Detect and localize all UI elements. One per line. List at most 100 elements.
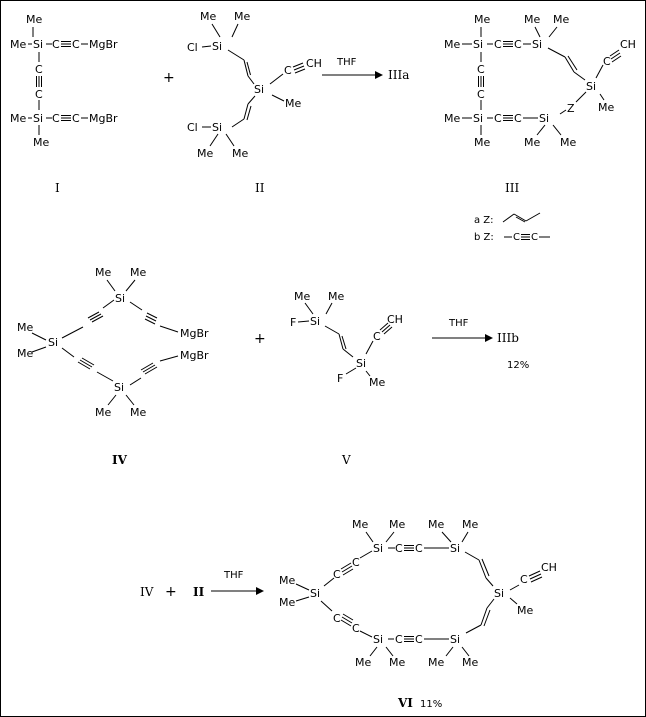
atom-me: Me	[352, 518, 368, 531]
atom-me: Me	[33, 136, 49, 149]
atom-si: Si	[212, 121, 222, 134]
atom-mgbr: MgBr	[89, 38, 118, 51]
atom-c: C	[284, 64, 292, 77]
atom-me: Me	[444, 112, 460, 125]
reagent-thf: THF	[223, 570, 244, 581]
compound-label-III: III	[505, 181, 519, 195]
atom-me: Me	[553, 13, 569, 26]
compound-label-II: II	[193, 585, 205, 599]
atom-mgbr: MgBr	[180, 349, 209, 362]
atom-me: Me	[232, 147, 248, 160]
z-option-a-vinylene	[502, 212, 541, 223]
legend-b-prefix: b Z:	[474, 232, 494, 243]
atom-c: C	[52, 112, 60, 125]
atom-si: Si	[450, 542, 460, 555]
atom-me: Me	[560, 136, 576, 149]
product-label-IIIa: IIIa	[388, 68, 409, 82]
atom-si: Si	[494, 587, 504, 600]
atom-me: Me	[285, 97, 301, 110]
atom-me: Me	[130, 406, 146, 419]
atom-cl: Cl	[187, 41, 198, 54]
atom-si: Si	[586, 80, 596, 93]
atom-me: Me	[328, 290, 344, 303]
atom-c: C	[603, 55, 611, 68]
atom-me: Me	[200, 10, 216, 23]
plus-sign: +	[254, 331, 266, 347]
compound-V-structure: Me Me F Si Si C CH F Me	[290, 290, 403, 389]
atom-me: Me	[524, 136, 540, 149]
atom-f: F	[290, 316, 296, 329]
atom-c: C	[415, 542, 423, 555]
reaction-arrow	[432, 334, 493, 342]
atom-c: C	[35, 88, 43, 101]
atom-me: Me	[26, 13, 42, 26]
atom-si: Si	[356, 357, 366, 370]
atom-ch: CH	[306, 57, 322, 70]
atom-si: Si	[450, 633, 460, 646]
compound-VI-structure: Me Me Si C C Si Me Me Si C CH Me	[279, 518, 557, 669]
plus-sign: +	[163, 70, 175, 86]
atom-c: C	[35, 63, 43, 76]
atom-me: Me	[517, 604, 533, 617]
atom-c: C	[333, 612, 341, 625]
atom-me: Me	[389, 656, 405, 669]
atom-si: Si	[212, 40, 222, 53]
atom-si: Si	[532, 38, 542, 51]
atom-c: C	[395, 542, 403, 555]
atom-c: C	[373, 330, 381, 343]
atom-c: C	[520, 573, 528, 586]
atom-si: Si	[310, 587, 320, 600]
atom-me: Me	[474, 136, 490, 149]
atom-si: Si	[33, 112, 43, 125]
product-label-IIIb: IIIb	[497, 331, 519, 345]
atom-z: Z	[567, 102, 575, 115]
compound-label-IV: IV	[140, 585, 154, 599]
atom-c: C	[415, 633, 423, 646]
atom-si: Si	[473, 38, 483, 51]
atom-f: F	[337, 372, 343, 385]
atom-me: Me	[355, 656, 371, 669]
atom-me: Me	[234, 10, 250, 23]
atom-me: Me	[17, 321, 33, 334]
compound-label-I: I	[55, 181, 60, 195]
atom-si: Si	[33, 38, 43, 51]
yield-VI: 11%	[420, 699, 442, 710]
atom-c: C	[513, 232, 520, 243]
atom-c: C	[352, 556, 360, 569]
compound-I-structure: Me Me Si C C MgBr C C Me Si C C MgBr Me	[10, 13, 118, 149]
compound-label-II: II	[255, 181, 265, 195]
atom-me: Me	[197, 147, 213, 160]
atom-c: C	[52, 38, 60, 51]
reagent-thf: THF	[448, 318, 469, 329]
atom-me: Me	[10, 38, 26, 51]
atom-me: Me	[444, 38, 460, 51]
compound-label-VI: VI	[397, 696, 413, 710]
atom-me: Me	[474, 13, 490, 26]
atom-c: C	[477, 63, 485, 76]
compound-label-IV: IV	[112, 453, 128, 467]
atom-si: Si	[115, 292, 125, 305]
atom-c: C	[494, 38, 502, 51]
atom-c: C	[514, 38, 522, 51]
atom-me: Me	[10, 112, 26, 125]
atom-si: Si	[539, 112, 549, 125]
atom-me: Me	[524, 13, 540, 26]
atom-c: C	[333, 568, 341, 581]
compound-III-structure: Me Me Si C C Si Me Me Si C CH Me Z	[444, 13, 636, 149]
atom-me: Me	[279, 574, 295, 587]
atom-me: Me	[17, 347, 33, 360]
reagent-thf: THF	[336, 57, 357, 68]
atom-c: C	[352, 622, 360, 635]
legend-a-prefix: a Z:	[474, 215, 494, 226]
compound-label-V: V	[341, 453, 351, 467]
reaction-arrow	[211, 587, 264, 595]
atom-c: C	[514, 112, 522, 125]
atom-me: Me	[369, 376, 385, 389]
atom-c: C	[72, 38, 80, 51]
atom-si: Si	[310, 315, 320, 328]
atom-c: C	[72, 112, 80, 125]
atom-mgbr: MgBr	[180, 327, 209, 340]
atom-me: Me	[95, 406, 111, 419]
